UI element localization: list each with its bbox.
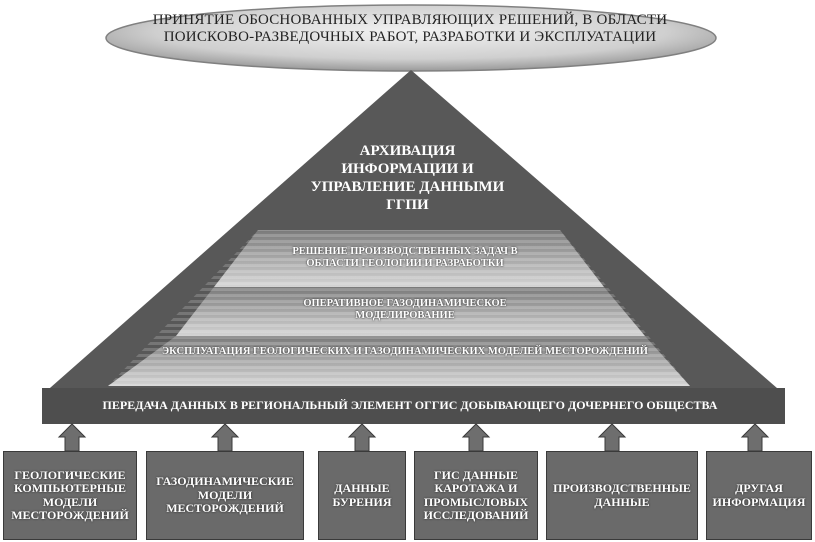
source-box: Газодинамические модели месторождений bbox=[146, 451, 304, 540]
source-label: Другая информация bbox=[712, 481, 806, 509]
arrow-up-icon bbox=[597, 423, 627, 452]
source-label: Данные бурения bbox=[332, 481, 392, 509]
pyramid-levels bbox=[108, 230, 690, 386]
source-label: Газодинамические модели месторождений bbox=[156, 474, 294, 516]
arrow-up-icon bbox=[57, 423, 87, 452]
source-arrows bbox=[57, 423, 770, 452]
level-label: Решение производственных задач в области… bbox=[292, 246, 518, 270]
level-label: Эксплуатация геологических и газодинамич… bbox=[162, 346, 648, 357]
source-label: ГИС данные каротажа и промысловых исслед… bbox=[423, 467, 529, 522]
base-band bbox=[42, 388, 785, 424]
source-box: Геологические компьютерные модели местор… bbox=[3, 451, 137, 540]
source-box: Другая информация bbox=[706, 451, 812, 540]
goal-text: Принятие обоснованных управляющих решени… bbox=[152, 12, 668, 46]
arrow-up-icon bbox=[740, 423, 770, 452]
arrow-up-icon bbox=[461, 423, 491, 452]
source-box: Производственные данные bbox=[546, 451, 698, 540]
pyramid-title: Архивация информации и управление данным… bbox=[310, 143, 505, 213]
source-label: Геологические компьютерные модели местор… bbox=[11, 467, 129, 522]
arrow-up-icon bbox=[210, 423, 240, 452]
source-box: Данные бурения bbox=[318, 451, 406, 540]
source-box: ГИС данные каротажа и промысловых исслед… bbox=[414, 451, 538, 540]
level-label: Оперативное газодинамическое моделирован… bbox=[303, 298, 507, 322]
base-band-label: Передача данных в региональный элемент О… bbox=[102, 398, 718, 412]
arrow-up-icon bbox=[347, 423, 377, 452]
source-label: Производственные данные bbox=[553, 481, 691, 509]
